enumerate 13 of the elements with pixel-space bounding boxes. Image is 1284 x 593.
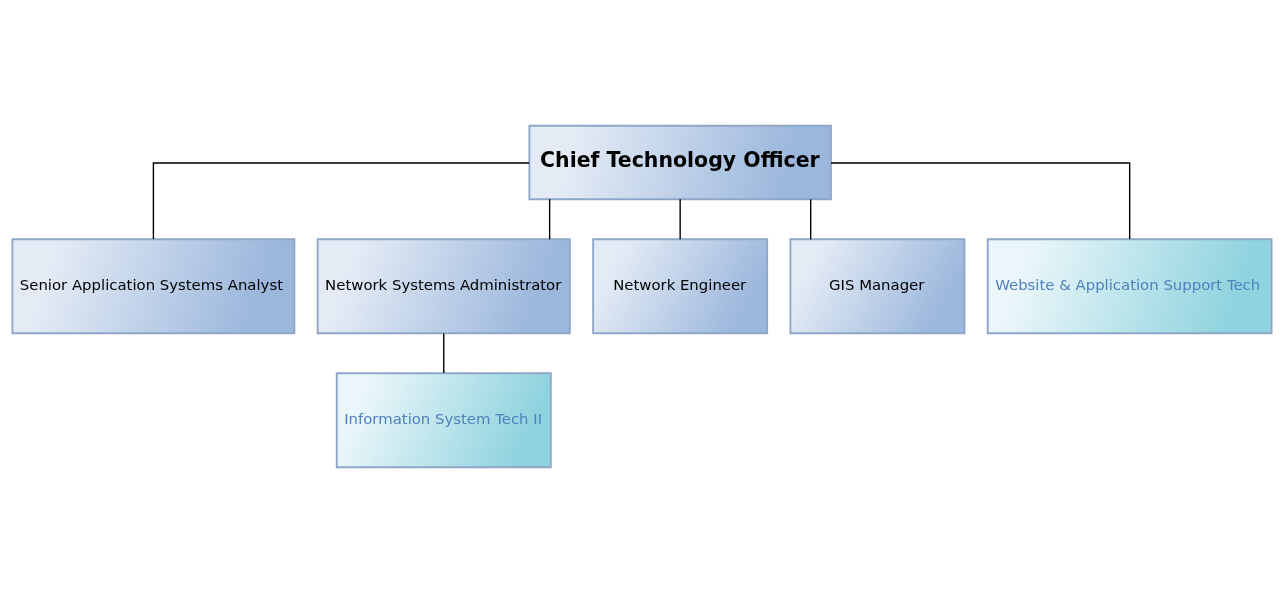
node-box: GIS Manager (789, 238, 966, 335)
connector (548, 198, 551, 240)
node-box: Network Engineer (592, 238, 769, 335)
node-box: Chief Technology Officer (528, 124, 832, 201)
connector (830, 162, 1131, 240)
node-box: Network Systems Administrator (316, 238, 571, 335)
connector (809, 198, 812, 240)
node-box: Website & Application Support Tech (986, 238, 1273, 335)
node-box: Information System Tech II (335, 372, 552, 469)
connector (152, 162, 530, 240)
node-box: Senior Application Systems Analyst (11, 238, 296, 335)
connector (443, 332, 445, 374)
connector (679, 198, 681, 240)
